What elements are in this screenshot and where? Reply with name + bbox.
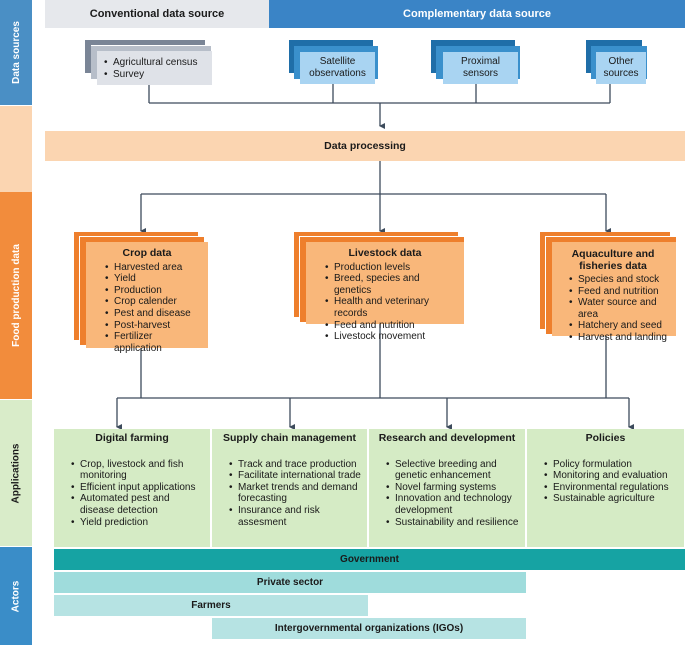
actor-farmers-label: Farmers [191,600,231,611]
satellite-source-label: Satellite observations [309,56,366,79]
app-item: Crop, livestock and fish monitoring [71,459,204,482]
satellite-source-card: Satellite observations [300,52,375,84]
app-item: Automated pest and disease detection [71,493,204,516]
app-item: Sustainability and resilience [386,517,519,529]
proximal-source-label: Proximal sensors [461,56,500,79]
app-policies: Policies Policy formulation Monitoring a… [527,429,684,547]
side-food-production: Food production data [0,192,32,399]
complementary-header-label: Complementary data source [403,8,551,20]
other-source-card: Other sources [596,52,646,84]
app-list: Selective breeding and genetic enhanceme… [385,459,519,529]
crop-data-item: Production [105,285,200,297]
side-actors: Actors [0,547,32,645]
app-item: Market trends and demand forecasting [229,482,361,505]
livestock-data-item: Health and veterinary records [325,296,456,319]
aquaculture-data-item: Feed and nutrition [569,286,668,298]
crop-data-list: Harvested area Yield Production Crop cal… [104,262,200,355]
app-item: Selective breeding and genetic enhanceme… [386,459,519,482]
crop-data-item: Pest and disease [105,308,200,320]
livestock-data-list: Production levels Breed, species and gen… [324,262,456,343]
complementary-header: Complementary data source [269,0,685,28]
actor-government-label: Government [340,554,399,565]
livestock-data-title: Livestock data [348,247,422,259]
crop-data-item: Post-harvest [105,320,200,332]
app-list: Policy formulation Monitoring and evalua… [543,459,678,505]
aquaculture-data-item: Water source and area [569,297,668,320]
aquaculture-data-item: Harvest and landing [569,332,668,344]
actor-private-sector: Private sector [54,572,526,593]
app-item: Track and trace production [229,459,361,471]
app-item: Efficient input applications [71,482,204,494]
aquaculture-data-item: Hatchery and seed [569,320,668,332]
crop-data-item: Harvested area [105,262,200,274]
aquaculture-data-card: Aquaculture and fisheries data Species a… [552,242,676,343]
livestock-data-item: Breed, species and genetics [325,273,456,296]
actor-government: Government [54,549,685,570]
livestock-data-card: Livestock data Production levels Breed, … [306,242,464,342]
data-processing-bar: Data processing [45,131,685,161]
app-item: Facilitate international trade [229,470,361,482]
actor-igos: Intergovernmental organizations (IGOs) [212,618,526,639]
app-item: Innovation and technology development [386,493,519,516]
aquaculture-data-title: Aquaculture and fisheries data [571,248,655,272]
crop-data-item: Yield [105,273,200,285]
app-research-development: Research and development Selective breed… [369,429,525,547]
app-title: Digital farming [95,432,169,444]
crop-data-card: Crop data Harvested area Yield Productio… [86,242,208,354]
livestock-data-item: Livestock movement [325,331,456,343]
app-list: Track and trace production Facilitate in… [228,459,361,529]
conventional-header: Conventional data source [45,0,269,28]
crop-data-item: Crop calender [105,296,200,308]
app-digital-farming: Digital farming Crop, livestock and fish… [54,429,210,547]
app-title: Research and development [378,432,516,444]
livestock-data-item: Feed and nutrition [325,320,456,332]
actor-farmers: Farmers [54,595,368,616]
conventional-source-list: Agricultural census Survey [103,57,206,81]
app-item: Monitoring and evaluation [544,470,678,482]
aquaculture-data-list: Species and stock Feed and nutrition Wat… [568,274,668,344]
data-processing-label: Data processing [324,140,406,152]
app-supply-chain: Supply chain management Track and trace … [212,429,367,547]
app-item: Sustainable agriculture [544,493,678,505]
app-title: Policies [585,432,626,444]
app-item: Environmental regulations [544,482,678,494]
app-item: Novel farming systems [386,482,519,494]
crop-data-item: Fertilizer application [105,331,200,354]
app-list: Crop, livestock and fish monitoring Effi… [70,459,204,529]
side-applications: Applications [0,400,32,546]
conventional-header-label: Conventional data source [89,8,225,20]
conventional-source-item: Survey [104,69,206,81]
app-title: Supply chain management [222,432,357,444]
app-item: Policy formulation [544,459,678,471]
aquaculture-data-item: Species and stock [569,274,668,286]
crop-data-title: Crop data [122,247,172,259]
actor-private-sector-label: Private sector [256,577,324,588]
proximal-source-card: Proximal sensors [443,52,518,84]
app-item: Insurance and risk assesment [229,505,361,528]
app-item: Yield prediction [71,517,204,529]
livestock-data-item: Production levels [325,262,456,274]
side-processing-band [0,106,32,192]
actor-igos-label: Intergovernmental organizations (IGOs) [274,623,464,634]
conventional-source-card: Agricultural census Survey [97,51,212,85]
conventional-source-item: Agricultural census [104,57,206,69]
side-data-sources: Data sources [0,0,32,105]
other-source-label: Other sources [603,56,639,79]
